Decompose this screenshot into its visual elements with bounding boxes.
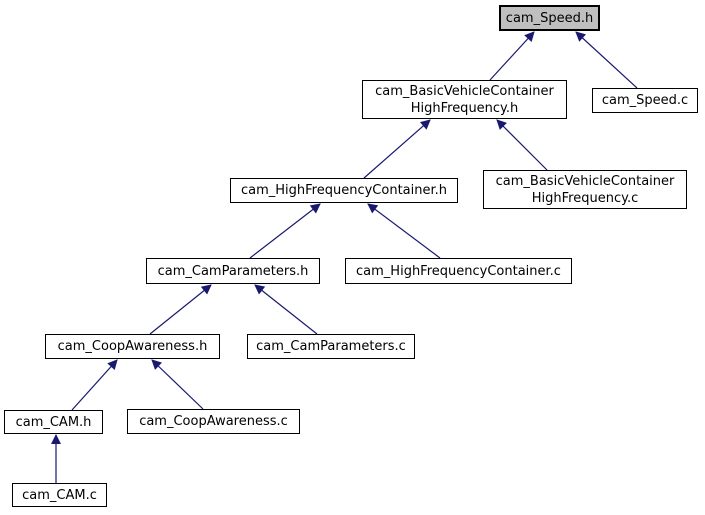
graph-node-label: cam_CoopAwareness.c: [139, 414, 288, 429]
graph-node-label: cam_HighFrequencyContainer.h: [240, 183, 448, 198]
graph-node-label: cam_Speed.c: [601, 93, 689, 108]
graph-node-label: cam_CoopAwareness.h: [57, 339, 208, 354]
edge-cam-speed-c-to-cam-speed-h: [575, 31, 638, 89]
edge-cam-basicvehiclecontainerhighfrequency-h-to-cam-speed-h: [489, 31, 535, 81]
graph-node-cam-basicvehiclecontainerhighfrequency-c[interactable]: cam_BasicVehicleContainer HighFrequency.…: [483, 170, 687, 209]
graph-node-cam-speed-c[interactable]: cam_Speed.c: [592, 88, 698, 113]
graph-node-cam-coopawareness-c[interactable]: cam_CoopAwareness.c: [127, 409, 300, 434]
graph-node-cam-highfrequencycontainer-h[interactable]: cam_HighFrequencyContainer.h: [230, 178, 458, 203]
edge-cam-coopawareness-h-to-cam-camparameters-h: [149, 284, 212, 335]
graph-node-label: cam_CamParameters.h: [157, 263, 309, 279]
graph-node-cam-cam-c[interactable]: cam_CAM.c: [12, 483, 107, 507]
graph-node-label: cam_CAM.c: [22, 487, 97, 503]
graph-node-cam-speed-h[interactable]: cam_Speed.h: [499, 5, 600, 31]
edge-cam-cam-h-to-cam-coopawareness-h: [71, 359, 118, 411]
graph-node-cam-basicvehiclecontainerhighfrequency-h[interactable]: cam_BasicVehicleContainer HighFrequency.…: [362, 80, 567, 119]
graph-node-cam-camparameters-h[interactable]: cam_CamParameters.h: [146, 258, 320, 284]
graph-node-cam-camparameters-c[interactable]: cam_CamParameters.c: [247, 334, 415, 359]
graph-node-label: cam_CamParameters.c: [256, 339, 406, 354]
graph-node-label: cam_BasicVehicleContainer HighFrequency.…: [495, 173, 675, 206]
graph-node-label: cam_CAM.h: [15, 414, 92, 430]
graph-node-cam-cam-h[interactable]: cam_CAM.h: [4, 410, 103, 434]
edge-cam-basicvehiclecontainerhighfrequency-c-to-cam-basicvehiclecontainerhighfrequency-h: [496, 119, 548, 171]
edge-cam-highfrequencycontainer-c-to-cam-highfrequencycontainer-h: [367, 203, 441, 259]
graph-node-label: cam_BasicVehicleContainer HighFrequency.…: [375, 83, 554, 116]
graph-node-cam-highfrequencycontainer-c[interactable]: cam_HighFrequencyContainer.c: [345, 258, 572, 284]
graph-node-label: cam_Speed.h: [505, 10, 594, 26]
graph-node-cam-coopawareness-h[interactable]: cam_CoopAwareness.h: [45, 334, 220, 359]
edge-cam-camparameters-c-to-cam-camparameters-h: [254, 284, 318, 335]
graph-node-label: cam_HighFrequencyContainer.c: [356, 263, 561, 279]
edge-cam-coopawareness-c-to-cam-coopawareness-h: [151, 359, 204, 410]
edge-cam-camparameters-h-to-cam-highfrequencycontainer-h: [249, 203, 321, 259]
edge-cam-highfrequencycontainer-h-to-cam-basicvehiclecontainerhighfrequency-h: [363, 119, 431, 179]
